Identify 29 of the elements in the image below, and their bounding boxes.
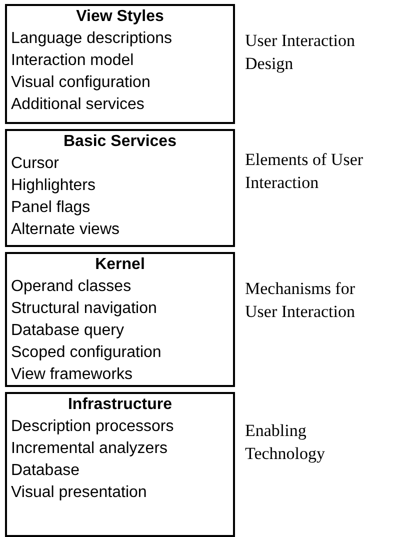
- list-item: Cursor: [11, 154, 60, 174]
- list-item: Additional services: [11, 95, 146, 115]
- list-item: Structural navigation: [11, 299, 158, 319]
- list-item: View frameworks: [11, 365, 134, 385]
- layer-description: Elements of User Interaction: [245, 149, 364, 194]
- list-item: Visual presentation: [11, 483, 148, 503]
- layer-box: [5, 129, 235, 247]
- list-item: Panel flags: [11, 198, 92, 218]
- layer-heading: Kernel: [94, 255, 146, 275]
- layer-description: Enabling Technology: [245, 420, 326, 465]
- layer-box: [5, 252, 235, 387]
- list-item: Database: [11, 461, 80, 481]
- layer-heading: Infrastructure: [66, 395, 174, 415]
- list-item: Interaction model: [11, 51, 135, 71]
- list-item: Alternate views: [11, 220, 120, 240]
- layer-description: Mechanisms for User Interaction: [245, 278, 356, 322]
- list-item: Operand classes: [11, 277, 132, 297]
- list-item: Language descriptions: [11, 29, 174, 49]
- layer-box: [5, 392, 235, 537]
- layer-box: [5, 4, 235, 124]
- list-item: Highlighters: [11, 176, 96, 196]
- list-item: Database query: [11, 321, 125, 341]
- list-item: Description processors: [11, 417, 175, 437]
- list-item: Scoped configuration: [11, 343, 162, 363]
- layer-heading: Basic Services: [62, 132, 178, 152]
- list-item: Incremental analyzers: [11, 439, 169, 459]
- layer-heading: View Styles: [75, 7, 165, 27]
- layer-description: User Interaction Design: [245, 30, 356, 75]
- list-item: Visual configuration: [11, 73, 152, 93]
